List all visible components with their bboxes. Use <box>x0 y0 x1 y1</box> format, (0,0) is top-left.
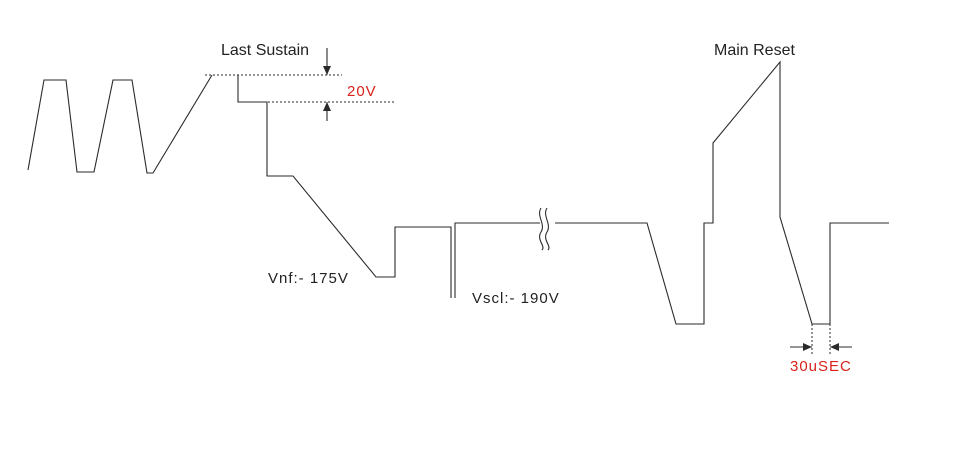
main-reset-waveform <box>555 60 889 325</box>
setdown-waveform <box>237 75 452 298</box>
pulse-width-markers <box>790 324 852 354</box>
voltage-step-label: 20V <box>347 83 377 100</box>
sustain-waveform <box>27 74 213 174</box>
scan-waveform <box>454 222 540 298</box>
last-sustain-label: Last Sustain <box>221 42 309 59</box>
vscl-label: Vscl:- 190V <box>472 290 560 307</box>
vnf-label: Vnf:- 175V <box>268 270 349 287</box>
voltage-step-arrows <box>323 48 331 121</box>
main-reset-label: Main Reset <box>714 42 795 59</box>
time-break-symbol <box>539 207 550 251</box>
pulse-width-label: 30uSEC <box>790 358 852 375</box>
